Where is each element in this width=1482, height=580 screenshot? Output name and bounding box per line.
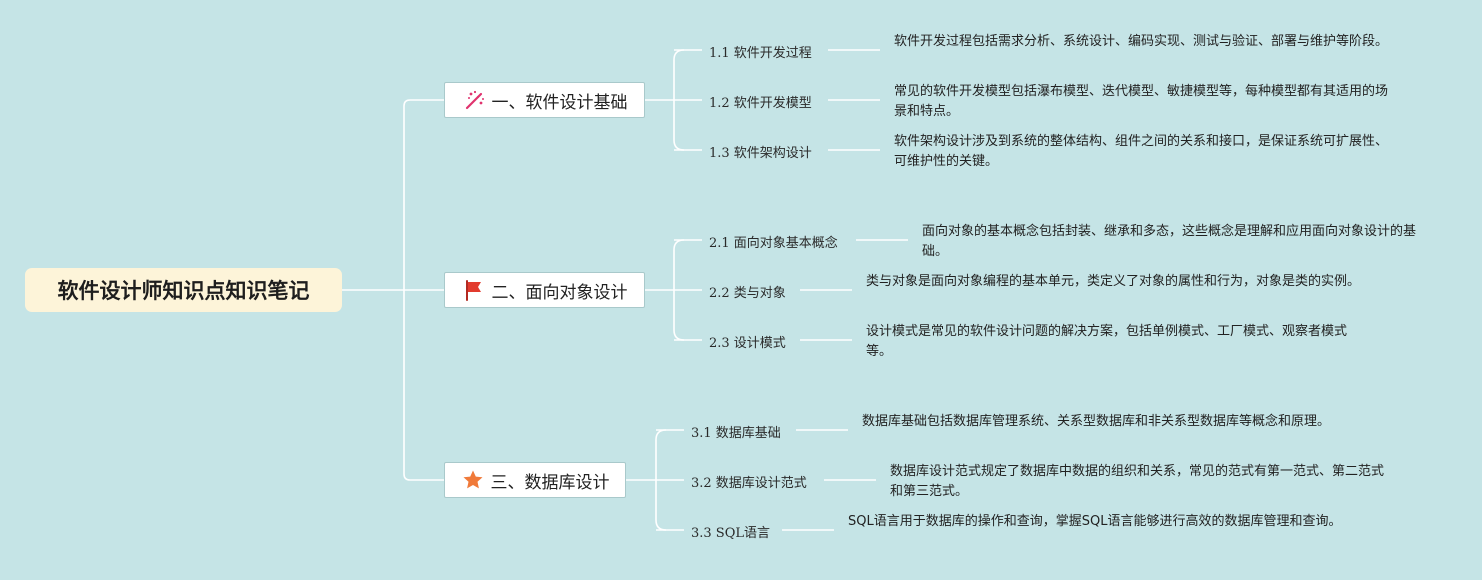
subtopic-3-3[interactable]: 3.3 SQL语言	[691, 526, 771, 541]
subtopic-2-1[interactable]: 2.1 面向对象基本概念	[709, 236, 838, 251]
subtopic-1-1[interactable]: 1.1 软件开发过程	[709, 46, 812, 61]
description-1-1[interactable]: 软件开发过程包括需求分析、系统设计、编码实现、测试与验证、部署与维护等阶段。	[894, 34, 1389, 49]
branch-software-design-basics[interactable]: 一、软件设计基础	[444, 82, 645, 118]
root-topic[interactable]: 软件设计师知识点知识笔记	[25, 268, 342, 312]
branch-object-oriented-design[interactable]: 二、面向对象设计	[444, 272, 645, 308]
branch-label: 一、软件设计基础	[491, 92, 628, 113]
description-3-3[interactable]: SQL语言用于数据库的操作和查询，掌握SQL语言能够进行高效的数据库管理和查询。	[848, 514, 1342, 529]
orange-star-icon	[461, 468, 485, 492]
subtopic-3-2[interactable]: 3.2 数据库设计范式	[691, 476, 807, 491]
red-flag-icon	[462, 278, 486, 302]
branch-label: 三、数据库设计	[490, 472, 610, 493]
description-2-1[interactable]: 面向对象的基本概念包括封装、继承和多态，这些概念是理解和应用面向对象设计的基础。	[922, 224, 1417, 259]
subtopic-2-3[interactable]: 2.3 设计模式	[709, 336, 786, 351]
description-1-3[interactable]: 软件架构设计涉及到系统的整体结构、组件之间的关系和接口，是保证系统可扩展性、可维…	[894, 134, 1389, 169]
branch-database-design[interactable]: 三、数据库设计	[444, 462, 626, 498]
description-2-2[interactable]: 类与对象是面向对象编程的基本单元，类定义了对象的属性和行为，对象是类的实例。	[866, 274, 1361, 289]
subtopic-3-1[interactable]: 3.1 数据库基础	[691, 426, 781, 441]
subtopic-1-2[interactable]: 1.2 软件开发模型	[709, 96, 812, 111]
subtopic-1-3[interactable]: 1.3 软件架构设计	[709, 146, 812, 161]
branch-label: 二、面向对象设计	[491, 282, 628, 303]
subtopic-2-2[interactable]: 2.2 类与对象	[709, 286, 786, 301]
description-3-2[interactable]: 数据库设计范式规定了数据库中数据的组织和关系，常见的范式有第一范式、第二范式和第…	[890, 464, 1385, 499]
description-1-2[interactable]: 常见的软件开发模型包括瀑布模型、迭代模型、敏捷模型等，每种模型都有其适用的场景和…	[894, 84, 1389, 119]
description-3-1[interactable]: 数据库基础包括数据库管理系统、关系型数据库和非关系型数据库等概念和原理。	[862, 414, 1331, 429]
root-title: 软件设计师知识点知识笔记	[57, 279, 310, 303]
sparkle-wand-icon	[462, 88, 486, 112]
description-2-3[interactable]: 设计模式是常见的软件设计问题的解决方案，包括单例模式、工厂模式、观察者模式等。	[866, 324, 1348, 359]
